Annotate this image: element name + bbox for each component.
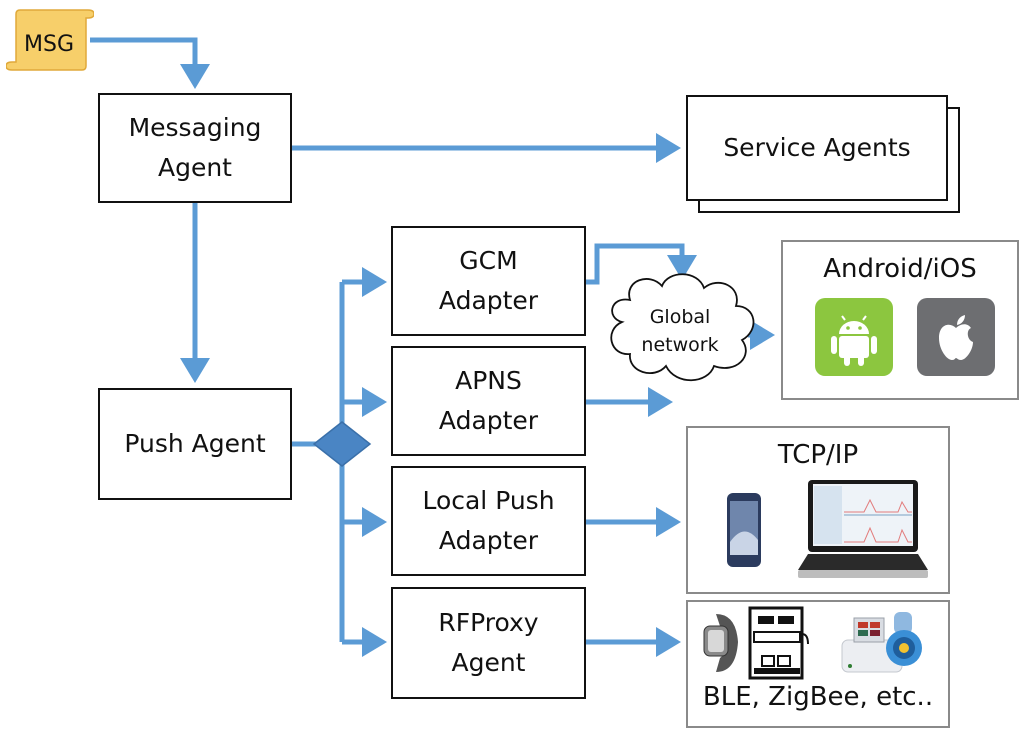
local-push-adapter-label-2: Adapter [438, 526, 539, 555]
cloud-label-1: Global [649, 306, 711, 328]
global-network-label: Global network [630, 303, 730, 359]
global-network-cloud [610, 273, 755, 382]
gcm-adapter-label-1: GCM [459, 246, 518, 275]
gcm-adapter-box: GCM Adapter [391, 226, 586, 336]
rfproxy-agent-label-1: RFProxy [438, 608, 539, 637]
arrow-gcm-to-cloud [586, 243, 697, 285]
tcpip-panel: TCP/IP [686, 426, 950, 594]
gcm-adapter-label-2: Adapter [438, 286, 539, 315]
push-agent-box: Push Agent [98, 388, 292, 500]
push-agent-label: Push Agent [124, 429, 266, 458]
smartphone-icon [726, 492, 762, 568]
laptop-icon [798, 478, 928, 582]
apns-adapter-box: APNS Adapter [391, 346, 586, 456]
msg-scroll: MSG [5, 8, 95, 72]
apple-icon [917, 298, 995, 376]
apns-adapter-label-1: APNS [455, 366, 522, 395]
android-icon [815, 298, 893, 376]
mobile-platforms-title: Android/iOS [823, 254, 977, 284]
service-agents-box: Service Agents [686, 95, 948, 201]
decision-diamond [312, 421, 372, 467]
rfproxy-agent-label-2: Agent [451, 648, 526, 677]
tcpip-title: TCP/IP [777, 440, 859, 470]
mobile-platforms-panel: Android/iOS [781, 240, 1019, 400]
medical-device-icon [838, 610, 928, 678]
apns-adapter-label-2: Adapter [438, 406, 539, 435]
smartwatch-icon [702, 612, 742, 674]
cloud-label-2: network [641, 334, 719, 356]
rf-devices-title: BLE, ZigBee, etc.. [702, 682, 934, 712]
messaging-agent-label-2: Agent [157, 153, 232, 182]
scroll-icon [5, 9, 95, 71]
local-push-adapter-label-1: Local Push [422, 486, 555, 515]
coffee-machine-icon [748, 606, 810, 682]
service-agents-label: Service Agents [723, 133, 911, 162]
messaging-agent-label-1: Messaging [128, 113, 262, 142]
rf-devices-panel: BLE, ZigBee, etc.. [686, 600, 950, 728]
arrow-msg-to-messaging [90, 37, 210, 89]
msg-label: MSG [24, 32, 74, 57]
